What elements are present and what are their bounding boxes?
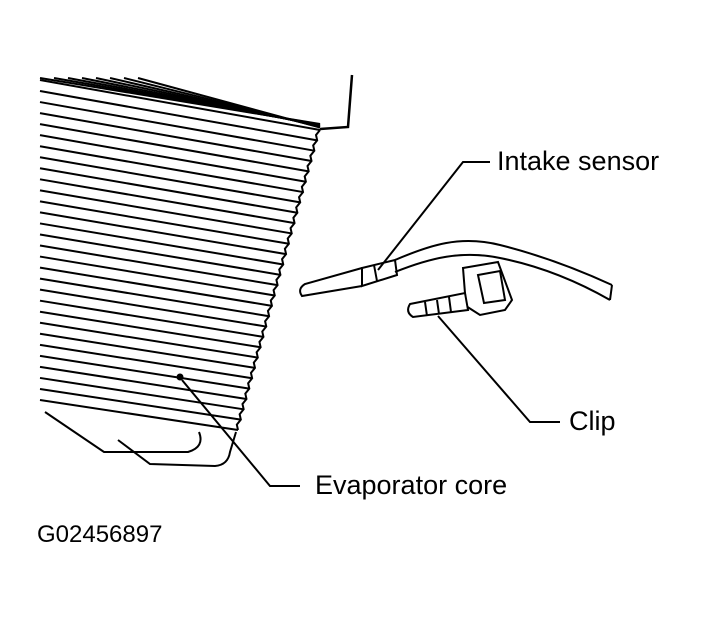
evaporator-fin (39, 244, 278, 287)
evaporator-fin (39, 299, 264, 338)
evaporator-fin (39, 288, 267, 328)
evaporator-fins (39, 77, 321, 431)
clip-label: Clip (569, 406, 616, 436)
evaporator-fin (39, 79, 321, 131)
evaporator-fin (39, 134, 307, 183)
evaporator-fin (39, 321, 258, 359)
evaporator-fin (39, 211, 287, 256)
intake-sensor-drawing (299, 239, 613, 301)
clip-body (461, 260, 514, 317)
evaporator-fin (39, 343, 253, 380)
evaporator-fin (39, 354, 250, 390)
evaporator-fin (39, 200, 290, 245)
sensor-wire-top (394, 239, 613, 286)
evaporator-fin (137, 77, 321, 129)
evaporator-fin (39, 123, 309, 173)
evaporator-fin (39, 365, 247, 400)
evaporator-fin (39, 90, 318, 142)
evaporator-fin (39, 178, 295, 225)
sensor-sleeve (361, 258, 399, 288)
evaporator-fin (39, 112, 312, 163)
evaporator-fin (39, 167, 298, 214)
leader-evaporator-core (181, 379, 300, 487)
evaporator-lower-tank (44, 411, 202, 453)
evaporator-core-label: Evaporator core (315, 470, 508, 500)
leader-intake-sensor (377, 161, 490, 271)
evaporator-fin (39, 101, 315, 152)
evaporator-fin (39, 387, 241, 421)
evaporator-lower-tank-front (117, 431, 237, 468)
evaporator-fin (39, 332, 256, 369)
evaporator-fin (39, 266, 273, 307)
evaporator-fin (39, 145, 304, 194)
figure-code: G02456897 (37, 521, 163, 548)
evaporator-fin (39, 310, 261, 349)
evaporator-serrated-edge (235, 129, 321, 431)
evaporator-fin (39, 233, 281, 276)
leader-lines (181, 161, 560, 487)
evaporator-fin (39, 189, 292, 235)
evaporator-core-marker (176, 373, 184, 381)
evaporator-fin (39, 277, 270, 318)
clip-drawing (407, 260, 514, 319)
sensor-probe (299, 267, 363, 298)
intake-sensor-label: Intake sensor (497, 146, 660, 176)
evaporator-fin (39, 222, 284, 266)
evaporator-core-drawing (39, 74, 354, 468)
evaporator-fin (39, 399, 239, 431)
evaporator-fin (39, 255, 275, 297)
leader-clip (437, 315, 560, 423)
evaporator-fin (39, 156, 301, 204)
sensor-wire-bottom (394, 253, 611, 301)
evaporator-fin (39, 376, 244, 411)
